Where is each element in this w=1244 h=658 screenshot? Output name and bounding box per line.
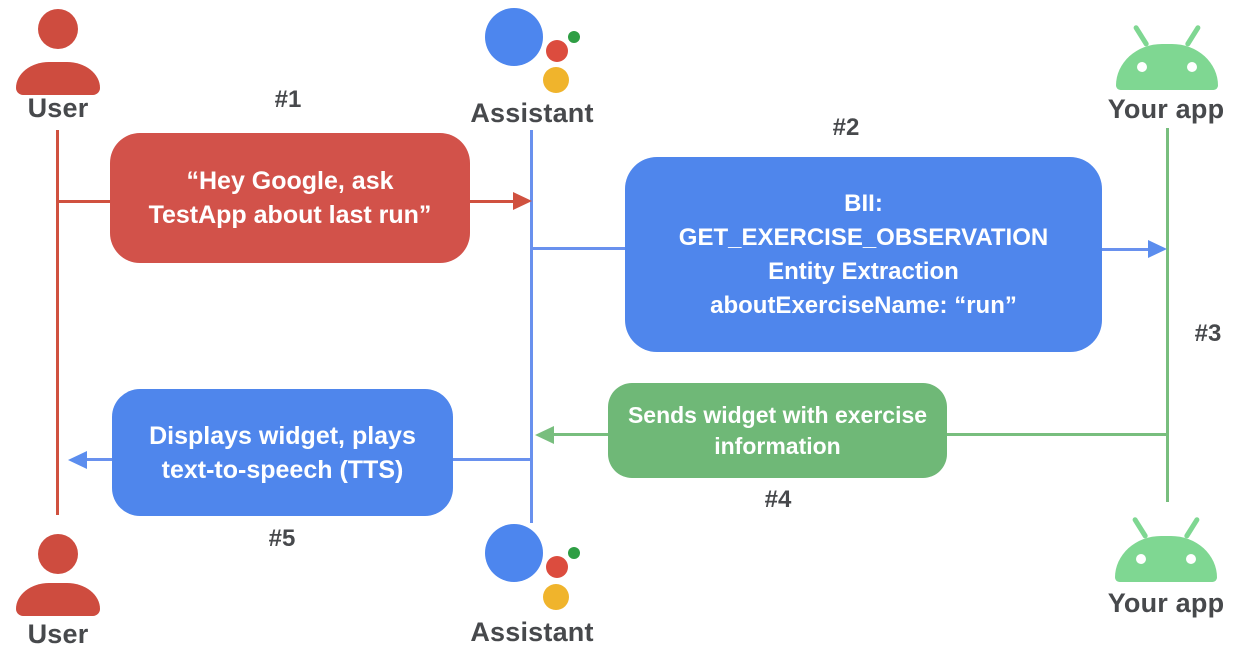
message-2-arrowhead: [1148, 240, 1167, 258]
assistant-icon-blue-circle: [485, 8, 543, 66]
android-icon-dome: [1115, 536, 1217, 582]
actor-label-user-top: User: [27, 93, 89, 123]
android-icon-antenna-right: [1183, 516, 1201, 540]
step-label-1: #1: [274, 86, 302, 113]
message-4-arrowhead: [535, 426, 554, 444]
step-label-5: #5: [268, 525, 296, 552]
android-icon-antenna-left: [1131, 516, 1149, 540]
actor-label-assistant-bottom: Assistant: [470, 617, 594, 647]
message-1-line-end: [470, 200, 514, 203]
lifeline-assistant: [530, 130, 533, 523]
message-5-arrowhead: [68, 451, 87, 469]
message-5-line-end: [87, 458, 112, 461]
user-icon-body: [16, 62, 100, 95]
android-icon-dome: [1116, 44, 1218, 90]
android-icon: [1116, 20, 1218, 90]
message-box-4: Sends widget with exercise information: [608, 383, 947, 478]
step-label-2: #2: [832, 114, 860, 141]
assistant-icon-yellow-dot: [543, 67, 569, 93]
android-icon-eye-right: [1187, 62, 1197, 72]
message-4-line-start: [947, 433, 1166, 436]
assistant-icon-yellow-dot: [543, 584, 569, 610]
assistant-icon-bottom: [485, 524, 580, 610]
assistant-icon: [485, 8, 580, 94]
assistant-icon-blue-circle: [485, 524, 543, 582]
message-5-line-start: [453, 458, 531, 461]
android-icon-eye-left: [1137, 62, 1147, 72]
lifeline-user: [56, 130, 59, 515]
android-icon-eye-right: [1186, 554, 1196, 564]
user-icon: [16, 9, 100, 95]
user-icon-head: [38, 534, 78, 574]
assistant-icon-green-dot: [568, 547, 580, 559]
message-box-5: Displays widget, plays text-to-speech (T…: [112, 389, 453, 516]
message-4-line-end: [554, 433, 608, 436]
assistant-icon-green-dot: [568, 31, 580, 43]
assistant-icon-red-dot: [546, 40, 568, 62]
message-box-2: BII: GET_EXERCISE_OBSERVATION Entity Ext…: [625, 157, 1102, 352]
message-1-arrowhead: [513, 192, 532, 210]
message-1-line-start: [58, 200, 110, 203]
message-2-line-end: [1102, 248, 1148, 251]
android-icon-bottom: [1115, 512, 1217, 582]
android-icon-antenna-right: [1184, 24, 1202, 48]
message-box-1: “Hey Google, ask TestApp about last run”: [110, 133, 470, 263]
user-icon-bottom: [16, 534, 100, 620]
assistant-icon-red-dot: [546, 556, 568, 578]
actor-label-app-bottom: Your app: [1107, 588, 1225, 618]
android-icon-antenna-left: [1132, 24, 1150, 48]
user-icon-head: [38, 9, 78, 49]
step-label-4: #4: [764, 486, 792, 513]
user-icon-body: [16, 583, 100, 616]
actor-label-user-bottom: User: [27, 619, 89, 649]
message-2-line-start: [533, 247, 625, 250]
step-label-3: #3: [1194, 320, 1222, 347]
actor-label-assistant-top: Assistant: [470, 98, 594, 128]
android-icon-eye-left: [1136, 554, 1146, 564]
lifeline-app: [1166, 128, 1169, 502]
actor-label-app-top: Your app: [1107, 94, 1225, 124]
